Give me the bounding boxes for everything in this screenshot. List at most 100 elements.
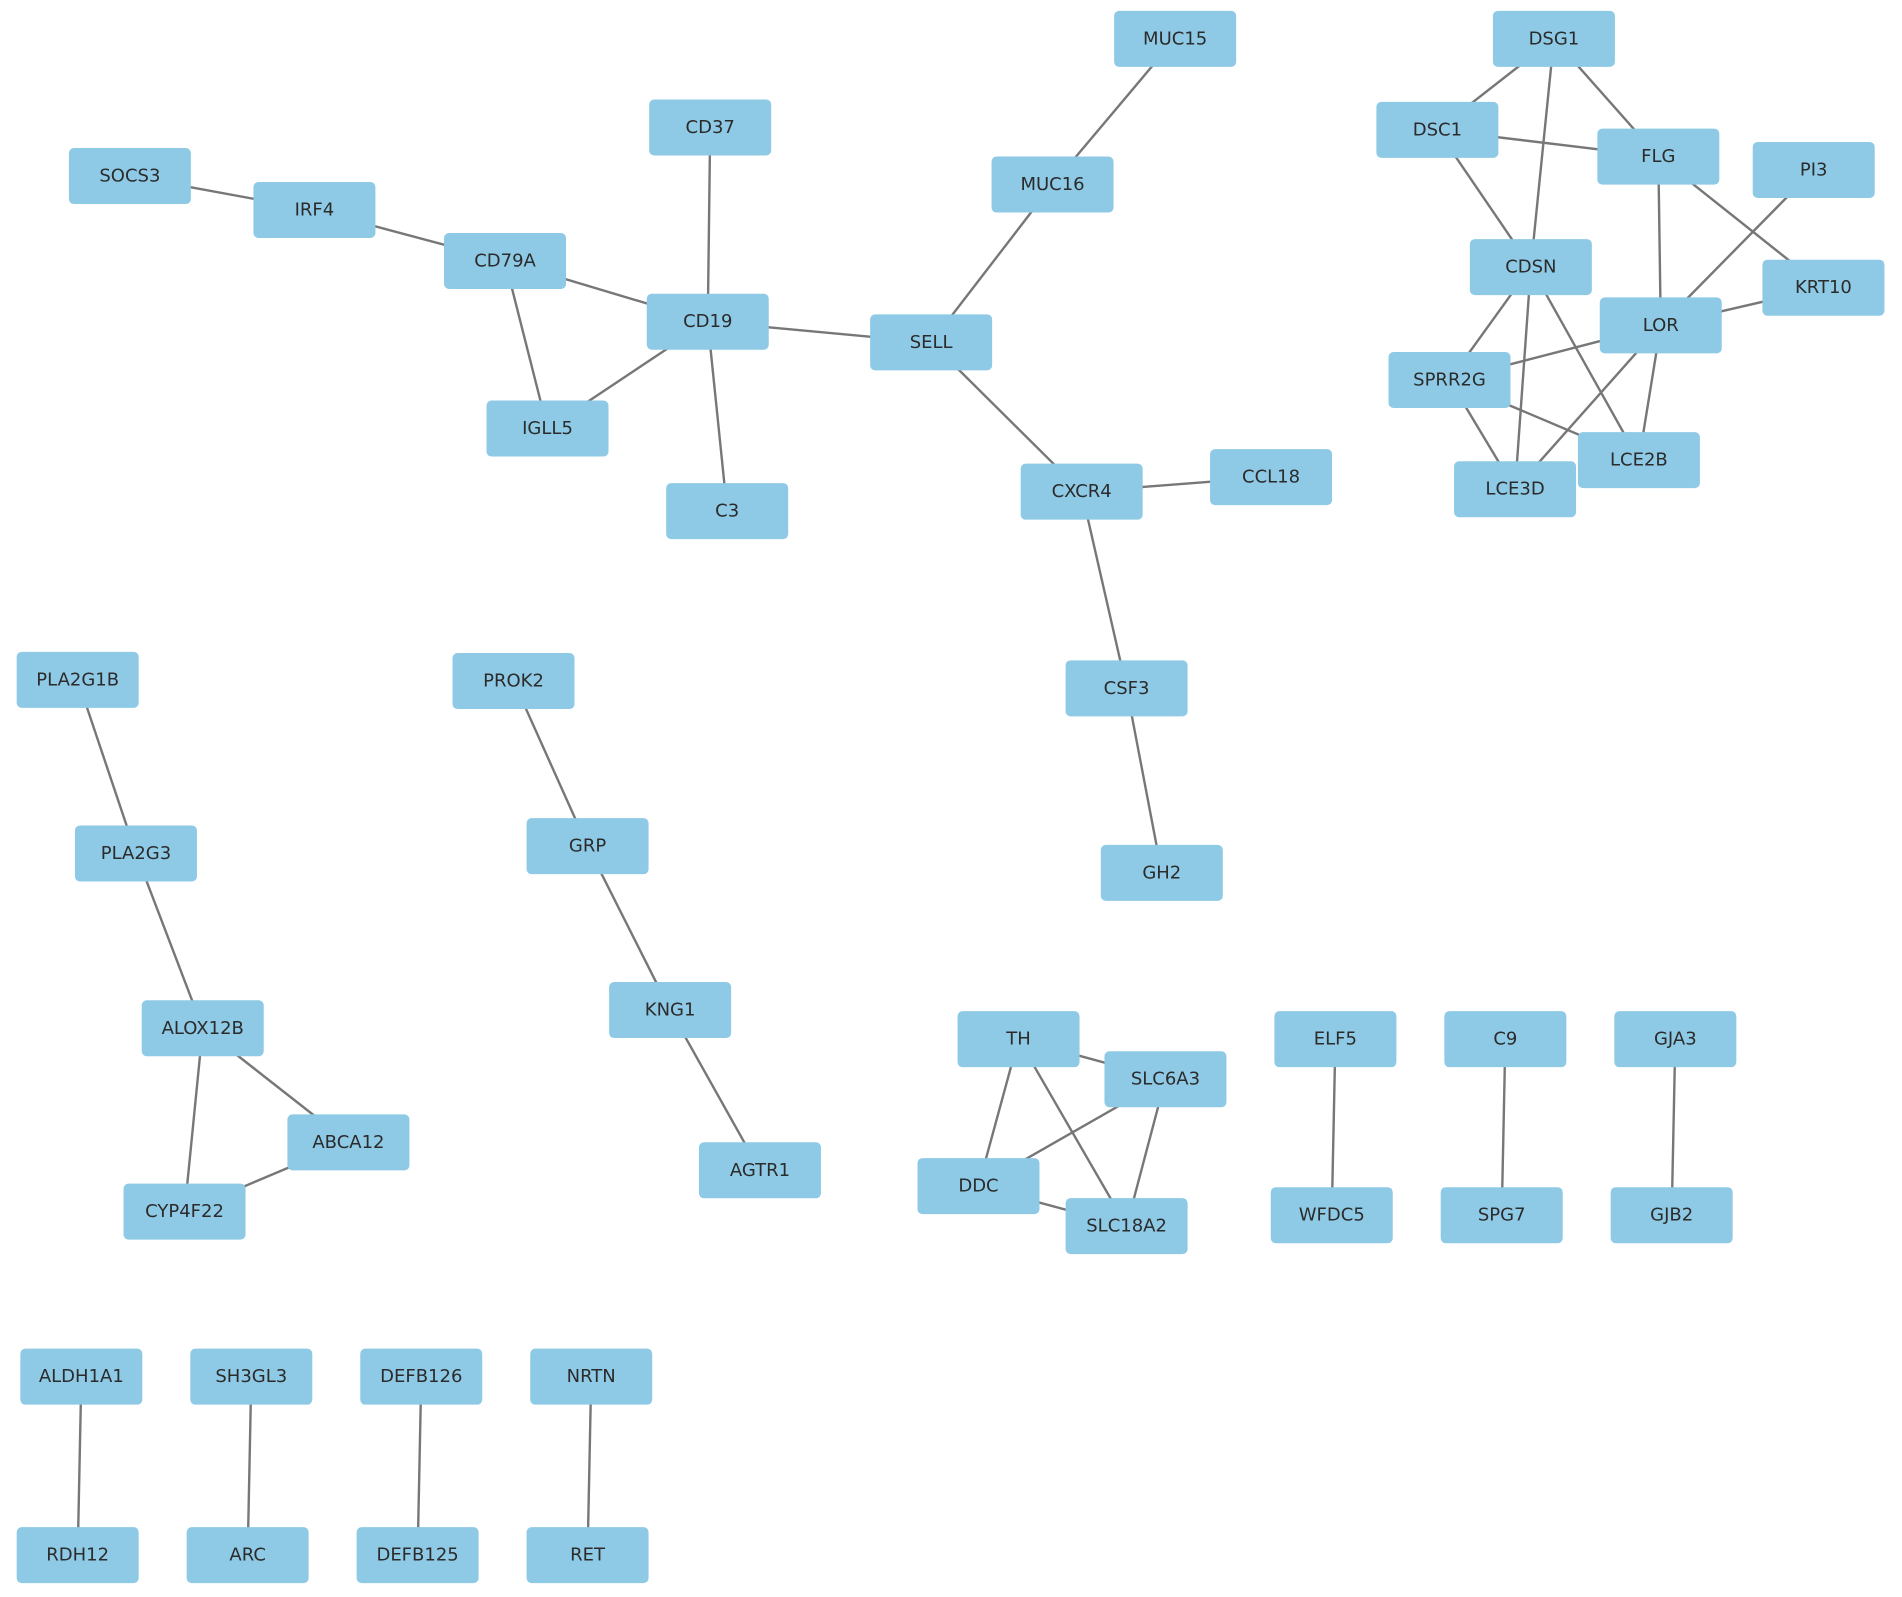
node-lor: LOR: [1599, 297, 1722, 354]
node-label: CD19: [683, 311, 732, 332]
node-label: ELF5: [1314, 1029, 1357, 1050]
edge-cd19-c3: [706, 321, 729, 512]
node-box: [486, 400, 609, 457]
node-csf3: CSF3: [1065, 660, 1188, 717]
edge-alox12b-cyp4f22: [183, 1028, 204, 1212]
node-gh2: GH2: [1100, 844, 1223, 901]
node-label: PLA2G1B: [36, 669, 119, 690]
node-label: IRF4: [295, 200, 335, 221]
node-box: [1610, 1187, 1733, 1244]
edge-cdsn-lce3d: [1513, 266, 1533, 490]
node-box: [1762, 259, 1885, 316]
node-box: [1270, 1187, 1393, 1244]
edge-sh3gl3-arc: [246, 1376, 253, 1556]
node-defb126: DEFB126: [360, 1348, 483, 1405]
node-box: [1597, 128, 1720, 185]
node-gja3: GJA3: [1614, 1011, 1737, 1068]
edge-flg-lor: [1657, 156, 1662, 326]
node-c9: C9: [1444, 1011, 1567, 1068]
node-pi3: PI3: [1752, 141, 1875, 198]
node-c3: C3: [666, 483, 789, 540]
node-krt10: KRT10: [1762, 259, 1885, 316]
node-sh3gl3: SH3GL3: [190, 1348, 313, 1405]
edge-cd37-cd19: [706, 127, 712, 322]
edge-aldh1a1-rdh12: [76, 1376, 83, 1556]
node-label: RDH12: [46, 1545, 109, 1566]
node-label: SPG7: [1478, 1205, 1526, 1226]
node-aldh1a1: ALDH1A1: [20, 1348, 143, 1405]
node-label: CYP4F22: [145, 1201, 224, 1222]
edge-pla2g3-alox12b: [134, 853, 204, 1029]
edge-nrtn-ret: [586, 1376, 593, 1556]
node-lce2b: LCE2B: [1577, 432, 1700, 489]
node-box: [141, 1000, 264, 1057]
node-muc16: MUC16: [991, 156, 1114, 213]
node-label: TH: [1005, 1029, 1031, 1050]
node-label: C3: [715, 501, 739, 522]
node-box: [1454, 461, 1577, 518]
network-nodes: SOCS3IRF4CD79ACD37CD19IGLL5C3SELLMUC16MU…: [16, 10, 1885, 1584]
node-box: [646, 293, 769, 350]
node-label: ABCA12: [312, 1132, 384, 1153]
node-label: DEFB125: [376, 1545, 458, 1566]
node-ret: RET: [526, 1527, 649, 1584]
edge-cxcr4-csf3: [1080, 491, 1128, 689]
node-label: DSC1: [1413, 119, 1462, 140]
node-cd79a: CD79A: [444, 233, 567, 290]
node-box: [1440, 1187, 1563, 1244]
edge-pla2g1b-pla2g3: [76, 679, 138, 854]
node-slc18a2: SLC18A2: [1065, 1198, 1188, 1255]
node-label: KRT10: [1795, 277, 1852, 298]
node-rdh12: RDH12: [16, 1527, 139, 1584]
node-agtr1: AGTR1: [698, 1142, 821, 1199]
node-box: [1614, 1011, 1737, 1068]
node-label: SELL: [910, 332, 953, 353]
node-cd37: CD37: [649, 99, 772, 156]
node-box: [666, 483, 789, 540]
node-box: [1492, 10, 1615, 67]
node-label: NRTN: [567, 1366, 616, 1387]
node-box: [870, 314, 993, 371]
node-box: [1210, 449, 1333, 506]
edge-gja3-gjb2: [1670, 1039, 1677, 1216]
node-dsg1: DSG1: [1492, 10, 1615, 67]
node-cyp4f22: CYP4F22: [123, 1183, 246, 1240]
node-socs3: SOCS3: [68, 148, 191, 205]
node-elf5: ELF5: [1274, 1011, 1397, 1068]
node-box: [1065, 660, 1188, 717]
node-label: IGLL5: [522, 418, 573, 439]
node-box: [452, 653, 575, 710]
node-gjb2: GJB2: [1610, 1187, 1733, 1244]
node-dsc1: DSC1: [1376, 101, 1499, 158]
node-box: [1020, 463, 1143, 520]
node-label: DDC: [958, 1176, 998, 1197]
edge-csf3-gh2: [1125, 688, 1163, 874]
node-label: SLC6A3: [1131, 1069, 1200, 1090]
node-box: [1752, 141, 1875, 198]
edge-defb126-defb125: [416, 1376, 423, 1556]
edge-cdsn-lce2b: [1529, 266, 1640, 461]
node-cd19: CD19: [646, 293, 769, 350]
node-box: [1444, 1011, 1567, 1068]
node-box: [526, 818, 649, 875]
node-label: WFDC5: [1299, 1205, 1365, 1226]
node-label: SLC18A2: [1086, 1216, 1167, 1237]
node-box: [1469, 239, 1592, 296]
node-box: [1100, 844, 1223, 901]
node-label: ALOX12B: [162, 1018, 244, 1039]
node-label: GJB2: [1650, 1205, 1693, 1226]
node-box: [16, 1527, 139, 1584]
node-box: [991, 156, 1114, 213]
node-box: [287, 1114, 410, 1171]
node-box: [649, 99, 772, 156]
node-box: [526, 1527, 649, 1584]
node-arc: ARC: [186, 1527, 309, 1584]
node-label: CSF3: [1104, 678, 1150, 699]
node-box: [1114, 10, 1237, 67]
node-label: SH3GL3: [215, 1366, 287, 1387]
node-defb125: DEFB125: [356, 1527, 479, 1584]
node-pla2g3: PLA2G3: [74, 825, 197, 882]
node-box: [1274, 1011, 1397, 1068]
node-label: SOCS3: [99, 166, 160, 187]
